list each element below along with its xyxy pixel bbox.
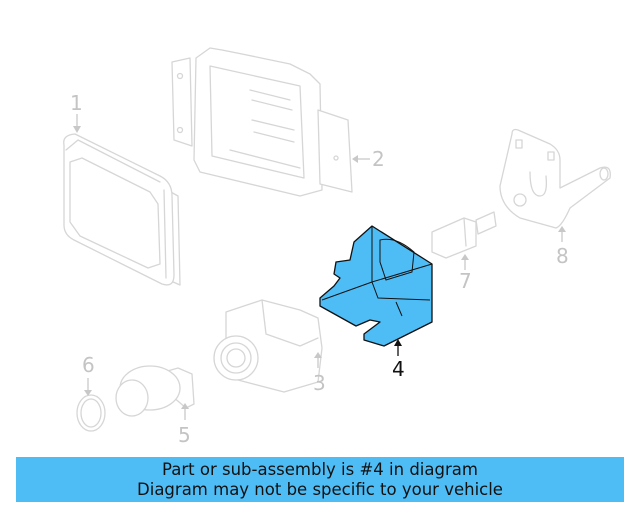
- banner-disclaimer-line: Diagram may not be specific to your vehi…: [137, 479, 503, 499]
- part-5-parking-sensor[interactable]: [115, 365, 195, 417]
- callout-2: 2: [372, 147, 385, 171]
- part-4-highlighted-bracket[interactable]: [319, 225, 433, 347]
- callout-8: 8: [556, 244, 569, 268]
- part-7-sensor[interactable]: [431, 211, 497, 259]
- callout-1: 1: [70, 91, 83, 115]
- callout-5: 5: [178, 423, 191, 447]
- callout-4: 4: [392, 357, 405, 381]
- banner-part-line: Part or sub-assembly is #4 in diagram: [162, 459, 478, 479]
- part-2-bracket[interactable]: [171, 47, 353, 197]
- callout-7: 7: [459, 269, 472, 293]
- info-banner: Part or sub-assembly is #4 in diagram Di…: [16, 457, 624, 502]
- callout-3: 3: [313, 371, 326, 395]
- callout-6: 6: [82, 353, 95, 377]
- part-6-ring[interactable]: [76, 394, 106, 432]
- part-3-camera[interactable]: [213, 299, 323, 393]
- part-8-mount-bracket[interactable]: [499, 128, 611, 229]
- part-1-module[interactable]: [63, 133, 181, 286]
